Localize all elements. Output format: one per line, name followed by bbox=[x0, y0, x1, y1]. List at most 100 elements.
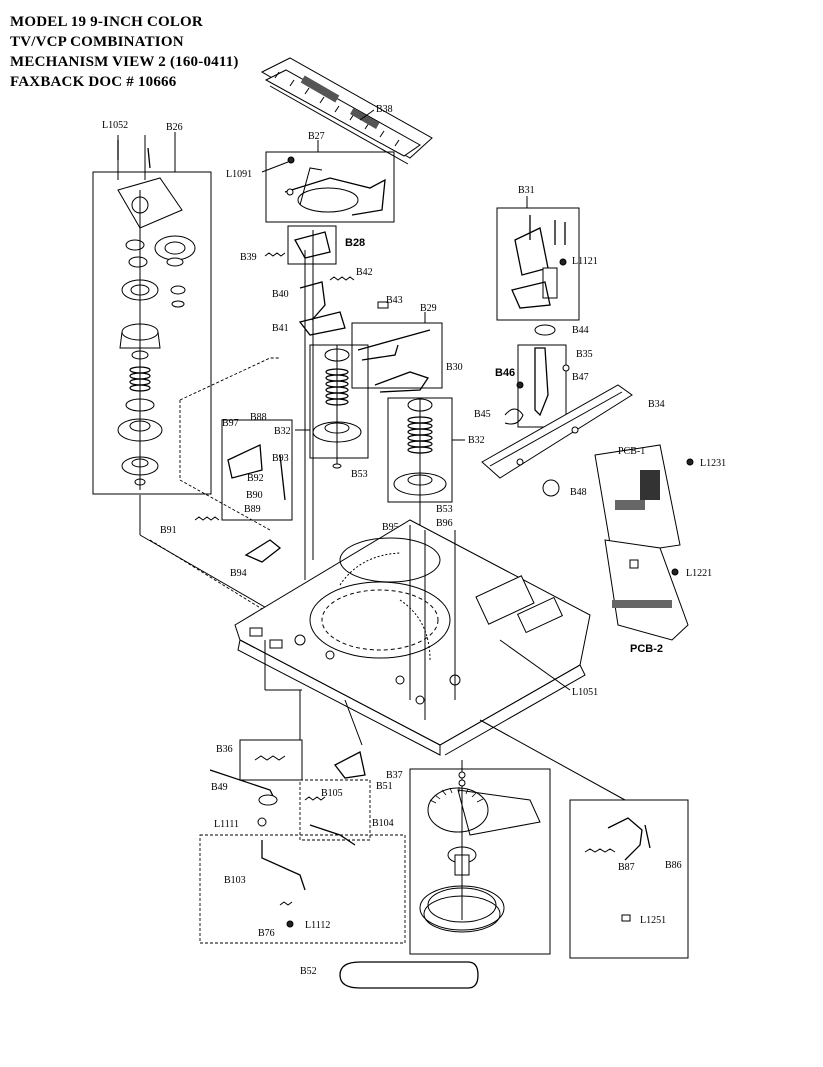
label-b51: B51 bbox=[376, 781, 393, 792]
label-l1112: L1112 bbox=[305, 920, 330, 931]
part-b88-bracket bbox=[227, 444, 263, 479]
spring-b91-icon bbox=[194, 516, 220, 521]
box-b88 bbox=[221, 419, 293, 521]
label-b96: B96 bbox=[436, 518, 453, 529]
label-b49: B49 bbox=[211, 782, 228, 793]
part-b32-reel-left bbox=[309, 344, 369, 469]
label-b28: B28 bbox=[345, 237, 365, 249]
part-l1111-icon bbox=[257, 817, 267, 827]
part-b44-icon bbox=[534, 324, 556, 336]
label-l1221: L1221 bbox=[686, 568, 712, 579]
box-b28 bbox=[287, 225, 337, 265]
box-b105 bbox=[299, 779, 371, 841]
label-b34: B34 bbox=[648, 399, 665, 410]
label-b45: B45 bbox=[474, 409, 491, 420]
label-b90: B90 bbox=[246, 490, 263, 501]
label-b29: B29 bbox=[420, 303, 437, 314]
part-b86-lever bbox=[607, 817, 643, 861]
label-b92: B92 bbox=[247, 473, 264, 484]
part-b34-arm bbox=[481, 384, 633, 479]
label-b89: B89 bbox=[244, 504, 261, 515]
label-b48: B48 bbox=[570, 487, 587, 498]
label-l1251: L1251 bbox=[640, 915, 666, 926]
label-b47: B47 bbox=[572, 372, 589, 383]
screw-l1221-icon bbox=[671, 568, 679, 576]
label-b38: B38 bbox=[376, 104, 393, 115]
label-b27: B27 bbox=[308, 131, 325, 142]
label-b39: B39 bbox=[240, 252, 257, 263]
label-l1231: L1231 bbox=[700, 458, 726, 469]
label-pcb-1: PCB-1 bbox=[618, 446, 645, 457]
label-l1111: L1111 bbox=[214, 819, 239, 830]
label-b93: B93 bbox=[272, 453, 289, 464]
label-b32-right: B32 bbox=[468, 435, 485, 446]
label-l1051: L1051 bbox=[572, 687, 598, 698]
label-b94: B94 bbox=[230, 568, 247, 579]
part-b29-lever bbox=[357, 329, 431, 361]
part-b47-icon bbox=[562, 364, 570, 372]
label-b88: B88 bbox=[250, 412, 267, 423]
label-b53-right: B53 bbox=[436, 504, 453, 515]
label-b53-left: B53 bbox=[351, 469, 368, 480]
label-l1052: L1052 bbox=[102, 120, 128, 131]
label-l1091: L1091 bbox=[226, 169, 252, 180]
label-b97: B97 bbox=[222, 418, 239, 429]
part-b40-lever bbox=[299, 281, 326, 321]
screw-l1231-icon bbox=[686, 458, 694, 466]
label-b26: B26 bbox=[166, 122, 183, 133]
label-b104: B104 bbox=[372, 818, 394, 829]
part-b28-bracket bbox=[294, 231, 331, 259]
screw-l1121-icon bbox=[559, 258, 567, 266]
box-b86 bbox=[569, 799, 689, 959]
header-combination-line: TV/VCP COMBINATION bbox=[10, 34, 184, 50]
part-b26-assembly bbox=[92, 132, 212, 495]
part-b31-assembly bbox=[496, 196, 580, 321]
part-b103-arm bbox=[261, 840, 306, 891]
part-b38-rail bbox=[260, 57, 433, 165]
box-b35 bbox=[517, 344, 567, 428]
box-b29 bbox=[351, 322, 443, 389]
main-chassis bbox=[234, 519, 591, 756]
part-b37-bracket bbox=[334, 751, 366, 779]
label-b95: B95 bbox=[382, 522, 399, 533]
label-b35: B35 bbox=[576, 349, 593, 360]
label-b42: B42 bbox=[356, 267, 373, 278]
label-b103: B103 bbox=[224, 875, 246, 886]
document-header: MODEL 19 9-INCH COLOR TV/VCP COMBINATION… bbox=[10, 12, 239, 92]
screw-l1112-icon bbox=[286, 920, 294, 928]
label-b91: B91 bbox=[160, 525, 177, 536]
box-b36 bbox=[239, 739, 303, 781]
label-b32-left: B32 bbox=[274, 426, 291, 437]
header-model-line: MODEL 19 9-INCH COLOR bbox=[10, 14, 203, 30]
part-b27-assembly bbox=[265, 140, 395, 223]
spring-b87-icon bbox=[584, 848, 616, 853]
label-b40: B40 bbox=[272, 289, 289, 300]
screw-l1091-icon bbox=[287, 156, 295, 164]
label-b43: B43 bbox=[386, 295, 403, 306]
box-b103 bbox=[199, 834, 406, 944]
spring-b42-icon bbox=[329, 276, 355, 281]
part-b32-reel-right bbox=[387, 397, 453, 530]
label-pcb-2: PCB-2 bbox=[630, 643, 663, 655]
label-b46: B46 bbox=[495, 367, 515, 379]
label-b52: B52 bbox=[300, 966, 317, 977]
pcb-1-board bbox=[594, 444, 681, 556]
label-b36: B36 bbox=[216, 744, 233, 755]
label-b31: B31 bbox=[518, 185, 535, 196]
part-b35-arm bbox=[534, 347, 549, 417]
part-b30-arm bbox=[374, 371, 430, 393]
part-b94-lever bbox=[244, 539, 282, 563]
part-l1251-icon bbox=[621, 914, 631, 922]
label-b44: B44 bbox=[572, 325, 589, 336]
label-b86: B86 bbox=[665, 860, 682, 871]
label-b76: B76 bbox=[258, 928, 275, 939]
label-b87: B87 bbox=[618, 862, 635, 873]
label-b37: B37 bbox=[386, 770, 403, 781]
header-mechanism-line: MECHANISM VIEW 2 (160-0411) bbox=[10, 54, 239, 70]
part-capstan-assembly bbox=[409, 760, 551, 955]
pcb-2-board bbox=[604, 539, 689, 641]
belt-b52 bbox=[339, 961, 479, 989]
spring-b45-icon bbox=[504, 408, 524, 425]
spring-b39-icon bbox=[264, 252, 286, 257]
